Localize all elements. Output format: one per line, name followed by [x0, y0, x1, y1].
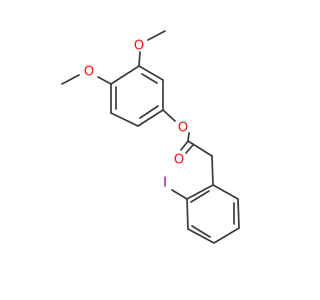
bond: [97, 76, 112, 85]
bond: [187, 228, 215, 244]
molecule-canvas: O O O O I: [61, 30, 240, 244]
bond: [110, 112, 139, 127]
bond: [187, 140, 213, 157]
bond: [213, 227, 240, 244]
bond: [139, 105, 159, 119]
bond: [61, 74, 80, 85]
atom-label-iodine: I: [163, 176, 167, 191]
bond: [138, 65, 164, 81]
molecule-structure: O O O O I: [61, 30, 240, 244]
bond: [162, 109, 176, 122]
bond: [186, 198, 189, 230]
bond: [138, 51, 141, 67]
bond: [147, 30, 166, 41]
bond: [141, 73, 158, 84]
bond: [211, 155, 214, 186]
bond: [191, 225, 211, 238]
bond: [237, 198, 240, 229]
bond: [185, 144, 194, 154]
atom-label-oxygen: O: [84, 65, 94, 80]
atom-label-oxygen: O: [178, 121, 188, 136]
bond: [110, 65, 140, 85]
bond: [171, 189, 188, 200]
bond: [212, 184, 239, 200]
bond: [186, 184, 214, 200]
atom-label-oxygen: O: [174, 153, 184, 168]
bond: [190, 190, 210, 203]
bond: [137, 109, 164, 127]
bond: [180, 140, 189, 151]
atom-label-oxygen: O: [134, 39, 144, 54]
bond: [187, 132, 190, 142]
